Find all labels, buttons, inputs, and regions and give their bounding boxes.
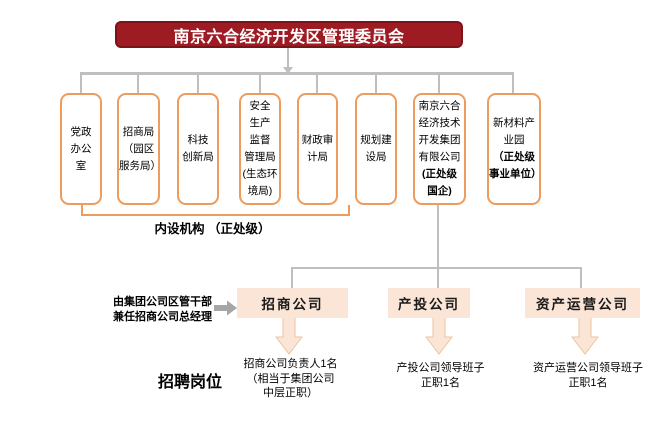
connector-stub bbox=[580, 267, 582, 288]
dept-label: 南京六合 经济技术 开发集团 有限公司 bbox=[418, 100, 461, 163]
dept-box-development-group: 南京六合 经济技术 开发集团 有限公司 (正处级 国企) bbox=[413, 93, 466, 205]
org-title-box: 南京六合经济开发区管理委员会 bbox=[115, 21, 463, 48]
subsidiary-box-asset-operation-co: 资产运营公司 bbox=[525, 288, 640, 318]
recruit-note-investment-co: 招商公司负责人1名 （相当于集团公司 中层正职） bbox=[243, 358, 338, 400]
dept-box-work-safety: 安全 生产 监督 管理局 (生态环 境局) bbox=[239, 93, 281, 205]
internal-depts-label: 内设机构 （正处级） bbox=[154, 222, 271, 236]
dept-box-investment-bureau: 招商局 （园区 服务局） bbox=[117, 93, 161, 205]
subsidiary-box-industry-investment-co: 产投公司 bbox=[388, 288, 470, 318]
down-block-arrow-icon bbox=[275, 317, 303, 355]
internal-depts-bracket bbox=[81, 205, 350, 216]
gm-annotation: 由集团公司区管干部 兼任招商公司总经理 bbox=[113, 296, 212, 323]
connector-stub bbox=[512, 74, 514, 93]
dept-box-party-gov-office: 党政 办公 室 bbox=[60, 93, 102, 205]
down-block-arrow-icon bbox=[425, 317, 453, 355]
subsidiary-name: 招商公司 bbox=[261, 297, 324, 313]
subsidiary-name: 资产运营公司 bbox=[536, 297, 629, 313]
recruit-note-industry-investment-co: 产投公司领导班子 正职1名 bbox=[396, 362, 485, 389]
connector-group-stem bbox=[437, 205, 439, 268]
dept-label: 财政审 计局 bbox=[301, 134, 334, 163]
recruit-note-asset-operation-co: 资产运营公司领导班子 正职1名 bbox=[533, 362, 643, 389]
dept-label: 规划建 设局 bbox=[360, 134, 392, 163]
right-block-arrow-icon bbox=[214, 300, 237, 316]
arrow-down-icon bbox=[283, 67, 293, 74]
dept-box-planning-construction: 规划建 设局 bbox=[355, 93, 397, 205]
connector-sub-rail bbox=[291, 267, 582, 269]
dept-label: 科技 创新局 bbox=[182, 134, 214, 163]
dept-box-new-materials-park: 新材料产 业园 （正处级 事业单位） bbox=[487, 93, 542, 205]
recruit-positions-label: 招聘岗位 bbox=[158, 374, 223, 391]
dept-label: 新材料产 业园 bbox=[493, 117, 535, 146]
connector-stub bbox=[197, 74, 199, 93]
connector-stub bbox=[80, 74, 82, 93]
connector-stub bbox=[137, 74, 139, 93]
connector-stub bbox=[259, 74, 261, 93]
dept-label: 招商局 （园区 服务局） bbox=[119, 125, 161, 172]
connector-stub bbox=[291, 267, 293, 288]
connector-stub bbox=[316, 74, 318, 93]
subsidiary-name: 产投公司 bbox=[398, 297, 460, 313]
connector-stub bbox=[438, 74, 440, 93]
subsidiary-box-investment-co: 招商公司 bbox=[237, 288, 348, 318]
down-block-arrow-icon bbox=[571, 317, 599, 355]
dept-box-sci-tech-innovation: 科技 创新局 bbox=[177, 93, 219, 205]
dept-label: 党政 办公 室 bbox=[70, 125, 92, 172]
dept-label: 安全 生产 监督 管理局 (生态环 境局) bbox=[242, 100, 278, 197]
connector-stub bbox=[375, 74, 377, 93]
connector-top-rail bbox=[80, 72, 514, 75]
dept-label-bold: (正处级 国企) bbox=[422, 168, 457, 197]
connector-stub bbox=[437, 267, 439, 288]
dept-label-bold: （正处级 事业单位） bbox=[489, 151, 542, 180]
org-title: 南京六合经济开发区管理委员会 bbox=[173, 28, 405, 46]
connector-title-stem bbox=[287, 48, 289, 68]
dept-box-finance-audit: 财政审 计局 bbox=[297, 93, 338, 205]
